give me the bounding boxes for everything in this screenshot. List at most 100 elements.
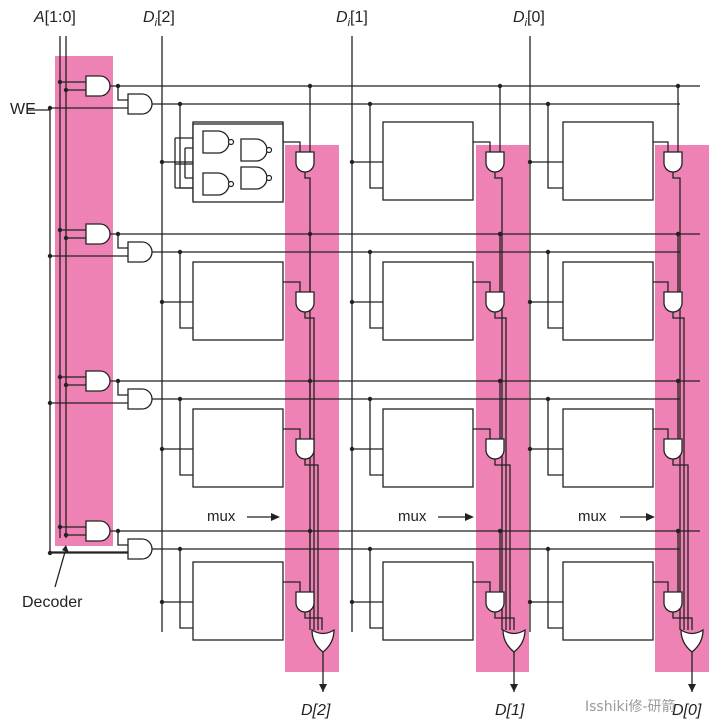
junction-dot: [675, 378, 681, 384]
we-and-gate-2: [127, 388, 153, 410]
junction-dot: [675, 528, 681, 534]
wire: [473, 428, 491, 439]
decoder-and-gate-3: [85, 520, 111, 542]
latch-nand-2: [202, 172, 230, 196]
junction-dot: [349, 446, 355, 452]
watermark: Isshiki修-研箭: [585, 699, 676, 715]
write-enable-label: WE: [10, 101, 36, 118]
junction-dot: [675, 83, 681, 89]
latch-nand-3: [240, 138, 268, 162]
junction-dot: [159, 159, 165, 165]
decoder-highlight: [55, 56, 113, 546]
wire: [494, 312, 507, 630]
mux-and-gate-r0-c2: [663, 151, 683, 173]
wire: [369, 549, 383, 629]
junction-dot: [497, 231, 503, 237]
data-in-1-label: Di[1]: [336, 9, 368, 29]
mux-and-gate-r1-c2: [663, 291, 683, 313]
arrow-head: [271, 513, 280, 521]
components: [47, 75, 704, 692]
wire: [653, 281, 669, 292]
arrow-head: [62, 545, 69, 553]
junction-dot: [349, 599, 355, 605]
decoder-and-gate-2: [85, 370, 111, 392]
wire: [283, 281, 301, 292]
storage-cell-r0-c1: [382, 121, 474, 201]
junction-dot: [177, 249, 183, 255]
wire: [179, 399, 193, 476]
junction-dot: [47, 253, 53, 259]
storage-cell-r1-c0: [192, 261, 284, 341]
wire: [672, 172, 681, 630]
junction-dot: [307, 231, 313, 237]
output-or-gate-0: [680, 628, 704, 653]
junction-dot: [675, 231, 681, 237]
data-in-2-index: [2]: [157, 9, 175, 26]
mux-and-gate-r3-c1: [485, 591, 505, 613]
junction-dot: [307, 83, 313, 89]
wire: [117, 234, 128, 249]
we-and-gate-0: [127, 93, 153, 115]
storage-cell-r0-c2: [562, 121, 654, 201]
decoder-and-gate-1: [85, 223, 111, 245]
arrow-head: [688, 684, 696, 692]
junction-dot: [367, 546, 373, 552]
storage-cell-r1-c2: [562, 261, 654, 341]
address-range: [1:0]: [44, 9, 76, 26]
junction-dot: [159, 446, 165, 452]
mux-highlight-0: [655, 145, 709, 672]
junction-dot: [545, 101, 551, 107]
wires: [28, 36, 700, 692]
junction-dot: [367, 101, 373, 107]
junction-dot: [57, 374, 63, 380]
storage-cell-r1-c1: [382, 261, 474, 341]
junction-dot: [159, 299, 165, 305]
data-out-2-label: D[2]: [301, 702, 331, 719]
wire: [179, 104, 193, 189]
highlight-regions: [55, 56, 709, 672]
junction-dot: [545, 546, 551, 552]
wire: [117, 381, 128, 396]
junction-dot: [545, 249, 551, 255]
mux-and-gate-r0-c0: [295, 151, 315, 173]
junction-dot: [63, 87, 69, 93]
data-in-1-index: [1]: [350, 9, 368, 26]
wire: [473, 281, 491, 292]
wire: [672, 459, 689, 630]
junction-dot: [497, 528, 503, 534]
wire: [653, 428, 669, 439]
data-in-2-subscript: i: [154, 17, 158, 29]
storage-cell-r2-c1: [382, 408, 474, 488]
storage-cell-r3-c1: [382, 561, 474, 641]
junction-dot: [63, 532, 69, 538]
storage-cell-r2-c0: [192, 408, 284, 488]
data-in-2-letter: D: [143, 9, 155, 26]
arrow-head: [646, 513, 655, 521]
junction-dot: [115, 83, 121, 89]
mux-and-gate-r2-c2: [663, 438, 683, 460]
wire: [304, 612, 323, 630]
storage-cell-r3-c0: [192, 561, 284, 641]
junction-dot: [527, 159, 533, 165]
mux-and-gate-r3-c0: [295, 591, 315, 613]
data-in-0-letter: D: [513, 9, 525, 26]
junction-dot: [57, 524, 63, 530]
storage-cell-r2-c2: [562, 408, 654, 488]
junction-dot: [47, 550, 53, 556]
output-or-gate-2: [311, 628, 335, 653]
wire: [283, 428, 301, 439]
mux-label-0: mux: [578, 508, 607, 525]
arrow-head: [465, 513, 474, 521]
junction-dot: [47, 105, 53, 111]
junction-dot: [177, 101, 183, 107]
wire: [179, 549, 193, 629]
inversion-bubble: [265, 174, 273, 182]
junction-dot: [367, 396, 373, 402]
we-and-gate-3: [127, 538, 153, 560]
junction-dot: [497, 378, 503, 384]
decoder-label: Decoder: [22, 594, 83, 611]
wire: [494, 612, 515, 630]
inversion-bubble: [227, 180, 235, 188]
